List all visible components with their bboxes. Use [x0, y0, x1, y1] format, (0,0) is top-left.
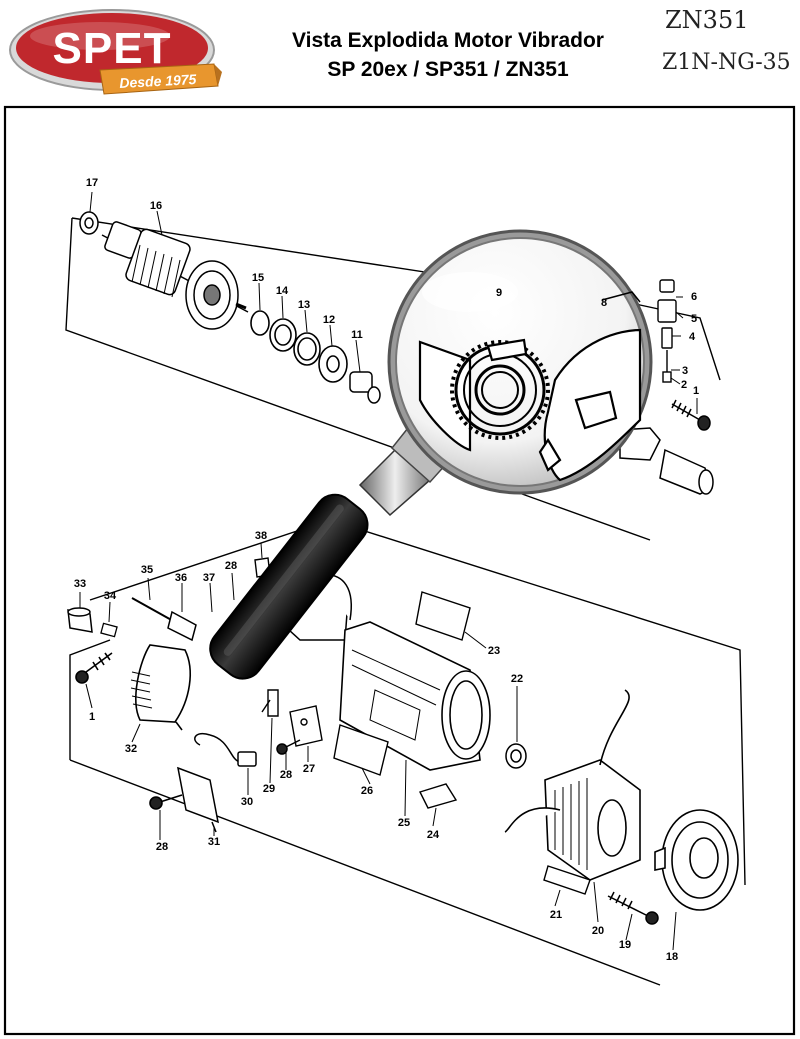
callout-25: 25 — [398, 817, 410, 829]
callout-33: 33 — [74, 578, 86, 590]
callout-36: 36 — [175, 572, 187, 584]
part-35-wire — [131, 597, 176, 623]
part-28-screw-left — [149, 794, 183, 810]
callout-3: 3 — [682, 365, 688, 377]
callout-30: 30 — [241, 796, 253, 808]
callout-8: 8 — [601, 297, 607, 309]
callout-28-top: 28 — [225, 560, 237, 572]
callout-4: 4 — [689, 331, 696, 343]
magnifier-handle — [209, 493, 369, 680]
part-31-cover-plate — [177, 766, 219, 833]
callout-2: 2 — [681, 379, 687, 391]
callout-11: 11 — [351, 329, 363, 341]
magnified-parts — [418, 291, 642, 482]
part-24-label — [419, 783, 458, 809]
callout-29: 29 — [263, 783, 275, 795]
part-21-block — [543, 865, 591, 895]
callout-26: 26 — [361, 785, 373, 797]
callout-38: 38 — [255, 530, 267, 542]
callout-6: 6 — [691, 291, 697, 303]
title-line-1: Vista Explodida Motor Vibrador — [292, 29, 604, 52]
part-33-bushing — [67, 607, 93, 633]
part-34-pin — [100, 622, 118, 638]
part-36-cable-gland — [167, 610, 197, 642]
callout-27: 27 — [303, 763, 315, 775]
callout-labels: 1 2 3 4 5 6 8 9 11 12 13 14 15 16 17 18 … — [74, 177, 699, 963]
brand-text: SPET — [53, 24, 172, 73]
callout-23: 23 — [488, 645, 500, 657]
callout-17: 17 — [86, 177, 98, 189]
part-23-label — [415, 591, 471, 641]
callout-16: 16 — [150, 200, 162, 212]
callout-37: 37 — [203, 572, 215, 584]
part-28-screw-mid — [276, 739, 301, 755]
part-12-bearing — [318, 345, 348, 383]
part-13-ring — [293, 332, 321, 366]
spet-logo: SPET Desde 1975 — [9, 9, 222, 95]
shaft-coupling — [619, 427, 714, 495]
callout-24: 24 — [427, 829, 440, 841]
callout-21: 21 — [550, 909, 562, 921]
callout-1-lower: 1 — [89, 711, 95, 723]
callout-14: 14 — [276, 285, 289, 297]
callout-1: 1 — [693, 385, 699, 397]
part-1-screw-top — [671, 399, 711, 431]
part-26-label — [333, 724, 389, 776]
model-code: ZN351 — [665, 6, 749, 34]
callout-5: 5 — [691, 313, 697, 325]
title-line-2: SP 20ex / SP351 / ZN351 — [327, 58, 569, 81]
callout-13: 13 — [298, 299, 310, 311]
callout-9: 9 — [496, 287, 502, 299]
callout-19: 19 — [619, 939, 631, 951]
part-19-screw — [607, 891, 659, 925]
callout-31: 31 — [208, 836, 220, 848]
part-16-armature — [101, 221, 249, 330]
header: SPET Desde 1975 Vista Explodida Motor Vi… — [0, 0, 800, 105]
part-18-end-bell — [654, 809, 739, 911]
part-30-switch — [194, 733, 257, 767]
callout-34: 34 — [104, 590, 117, 602]
callout-18: 18 — [666, 951, 678, 963]
part-6-5-4-3-2-brush-holder — [657, 279, 677, 383]
callout-20: 20 — [592, 925, 604, 937]
part-20-stator — [504, 689, 641, 881]
callout-15: 15 — [252, 272, 264, 284]
callout-28-mid: 28 — [280, 769, 292, 781]
part-15-ring — [250, 310, 270, 336]
part-29-terminal — [261, 689, 279, 717]
part-27-plate — [289, 705, 323, 747]
tagline-text: Desde 1975 — [119, 71, 197, 91]
part-code: Z1N-NG-35 — [662, 50, 791, 75]
part-17-washer — [79, 211, 99, 235]
callout-35: 35 — [141, 564, 153, 576]
callout-28-left: 28 — [156, 841, 168, 853]
callout-32: 32 — [125, 743, 137, 755]
part-1-screw-lower — [75, 652, 113, 684]
callout-12: 12 — [323, 314, 335, 326]
magnifying-glass — [209, 229, 653, 680]
part-22-bushing — [505, 743, 527, 769]
page-title: Vista Explodida Motor Vibrador SP 20ex /… — [238, 26, 658, 84]
drawing-frame — [3, 105, 796, 1036]
leader-lines — [79, 191, 698, 951]
part-25-housing — [339, 621, 491, 771]
callout-22: 22 — [511, 673, 523, 685]
part-32-end-cap — [130, 644, 191, 731]
part-11-bushing — [349, 371, 381, 404]
part-14-ring — [269, 318, 297, 352]
